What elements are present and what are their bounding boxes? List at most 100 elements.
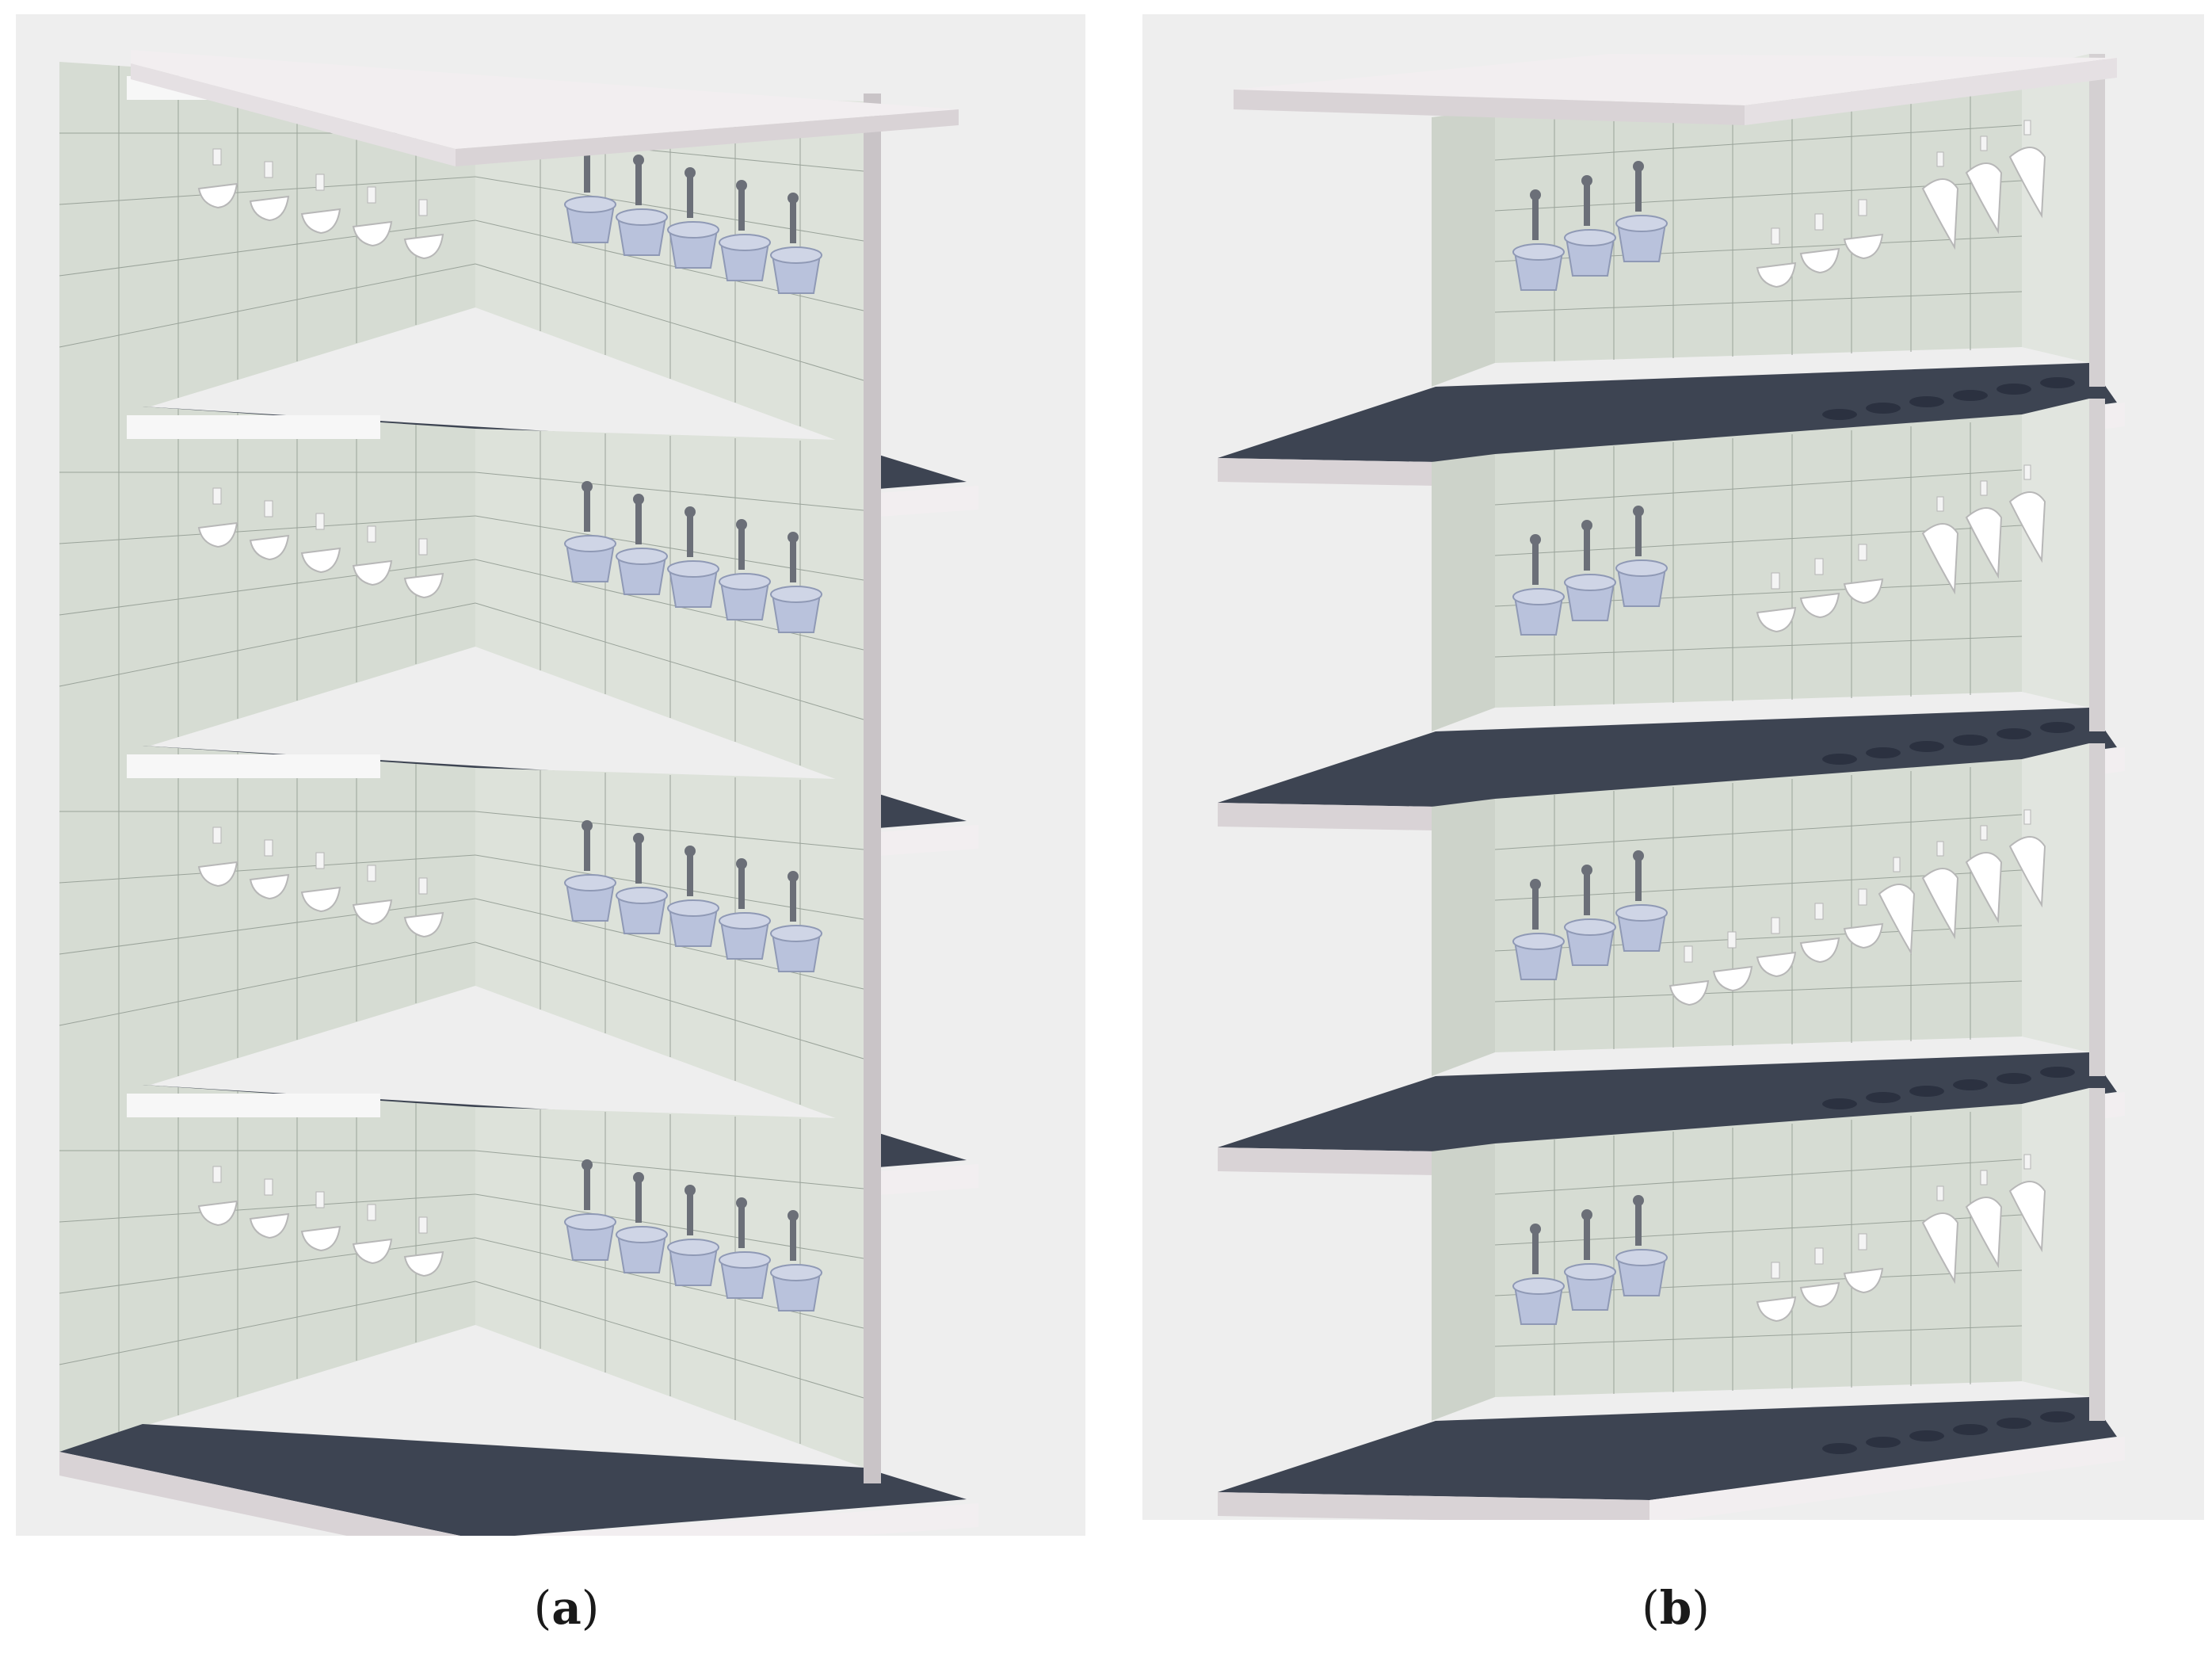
flush-pipe (584, 149, 590, 193)
sink (1799, 247, 1840, 274)
tile-line (59, 1237, 476, 1294)
soap-dispenser (315, 1191, 325, 1208)
flush-pipe (1532, 886, 1539, 930)
flush-valve (1530, 879, 1541, 890)
flush-valve (736, 1197, 747, 1208)
floor-4 (1218, 1088, 2125, 1520)
floor-surface (1218, 1397, 2117, 1500)
floor-shadow (1997, 384, 2031, 395)
soap-dispenser (1727, 931, 1737, 949)
side-wall (475, 90, 864, 450)
soap-dispenser (418, 199, 428, 216)
left-pier (1432, 1143, 1495, 1421)
soap-dispenser (1814, 558, 1824, 575)
flush-pipe (1584, 872, 1590, 915)
flush-pipe (584, 1166, 590, 1210)
sink (249, 195, 290, 222)
flush-valve (633, 1172, 644, 1183)
tile-line (59, 898, 476, 955)
side-wall (475, 429, 864, 789)
flush-valve (788, 193, 799, 204)
soap-dispenser (264, 1178, 273, 1196)
left-pier (1432, 454, 1495, 731)
tile-line (59, 854, 476, 884)
window-opening (127, 415, 380, 439)
soap-dispenser (315, 852, 325, 869)
soap-dispenser (264, 839, 273, 857)
slab-edge-right (520, 1503, 978, 1536)
floor-surface (1218, 708, 2117, 811)
soap-dispenser (315, 174, 325, 191)
toilet-seat (667, 1239, 719, 1256)
flush-pipe (635, 1179, 642, 1223)
floor-shadow (1997, 1418, 2031, 1429)
wall-edge (2089, 743, 2105, 1076)
tile-line (1494, 124, 2023, 161)
urinal (2008, 147, 2046, 219)
back-wall (1495, 1104, 2022, 1397)
flush-valve (1633, 850, 1644, 861)
floor-shadow (2040, 1411, 2075, 1422)
urinal (1965, 852, 2003, 924)
floor-shadow (1822, 754, 1857, 765)
roof-slab-edge (456, 109, 959, 166)
urinal (1965, 162, 2003, 235)
sink (300, 1225, 341, 1252)
tile-line (59, 1281, 476, 1365)
flush-valve (1530, 1224, 1541, 1235)
left-pier (1432, 109, 1495, 387)
sink (249, 1212, 290, 1239)
flush-pipe (1635, 168, 1642, 212)
flush-pipe (1635, 513, 1642, 556)
floor-surface (1218, 363, 2117, 466)
flush-valve (788, 532, 799, 543)
floor-shadow (1866, 1092, 1901, 1103)
flush-pipe (687, 1192, 693, 1235)
sink (403, 233, 444, 260)
soap-dispenser (1858, 544, 1867, 561)
tile-line (1494, 980, 2023, 1002)
toilet-seat (719, 234, 771, 251)
sink (1843, 1267, 1884, 1294)
soap-dispenser (367, 1204, 376, 1221)
sink (352, 559, 393, 586)
tile-line (1494, 291, 2023, 313)
sensor (1936, 1185, 1944, 1201)
flush-valve (1530, 189, 1541, 200)
toilet-seat (770, 246, 822, 264)
soap-dispenser (1814, 1247, 1824, 1265)
wall-edge (864, 433, 881, 805)
flush-pipe (1532, 541, 1539, 585)
flush-pipe (1584, 182, 1590, 226)
wall-edge (864, 772, 881, 1144)
window-opening (127, 1094, 380, 1117)
soap-dispenser (212, 148, 222, 166)
soap-dispenser (1814, 213, 1824, 231)
sink (403, 572, 444, 599)
floor-shadow (1997, 728, 2031, 739)
toilet-seat (667, 899, 719, 917)
sink (1756, 262, 1797, 288)
flush-valve (788, 1210, 799, 1221)
urinal (1921, 868, 1959, 940)
toilet-seat (616, 887, 668, 904)
sink (352, 899, 393, 926)
flush-valve (736, 180, 747, 191)
flush-pipe (738, 526, 745, 570)
wall-edge (864, 1111, 881, 1483)
toilet-seat (1615, 1249, 1668, 1266)
flush-valve (633, 155, 644, 166)
flush-valve (633, 494, 644, 505)
roof-slab-edge (131, 63, 456, 166)
soap-dispenser (1771, 1262, 1780, 1279)
sink (197, 1200, 238, 1227)
right-wall (2022, 743, 2089, 1052)
soap-dispenser (418, 1216, 428, 1234)
right-wall (2022, 399, 2089, 708)
toilet-seat (667, 221, 719, 239)
tile-line (1494, 469, 2023, 506)
floor-shadow (1953, 390, 1988, 401)
sensor (1980, 480, 1988, 496)
sensor (1980, 136, 1988, 151)
tile-line (59, 559, 476, 616)
